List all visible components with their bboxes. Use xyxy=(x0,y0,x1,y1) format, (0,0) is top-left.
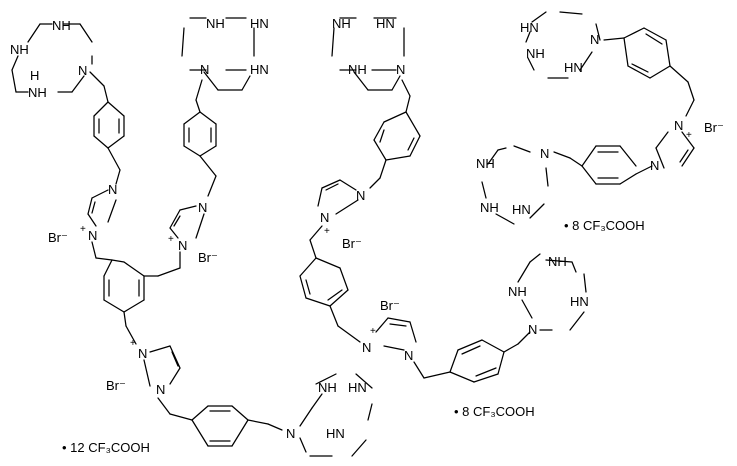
amine-label: HN xyxy=(564,60,583,75)
amine-label: HN xyxy=(250,16,269,31)
imidazolium-ring: N N + xyxy=(80,182,117,243)
tertiary-amine-label: N xyxy=(286,426,295,441)
benzene-ring xyxy=(373,111,421,161)
amine-label: HN xyxy=(570,294,589,309)
imidazolium-ring: N N + xyxy=(650,118,695,173)
tertiary-amine-label: N xyxy=(200,62,209,77)
amine-label: NH xyxy=(28,85,47,100)
benzene-ring xyxy=(581,145,637,185)
positive-charge: + xyxy=(370,326,376,337)
amine-label: NH xyxy=(318,380,337,395)
amine-label: NH xyxy=(526,46,545,61)
cyclen-ring: NH NH H NH N xyxy=(10,18,93,100)
amine-label: HN xyxy=(348,380,367,395)
amine-label: NH xyxy=(548,254,567,269)
imidazolium-n-label: N xyxy=(156,382,165,397)
amine-label: NH xyxy=(206,16,225,31)
amine-label: HN xyxy=(250,62,269,77)
amine-label: NH xyxy=(332,16,351,31)
cyclen-ring: NH NH HN N xyxy=(476,145,549,225)
benzene-ring xyxy=(191,405,249,447)
positive-charge: + xyxy=(686,130,692,141)
tfa-salt-label: • 12 CF₃COOH xyxy=(62,440,150,455)
imidazolium-n-label: N xyxy=(108,182,117,197)
bromide-counterion: Br⁻ xyxy=(704,120,724,135)
positive-charge: + xyxy=(168,234,174,245)
tripodal-compound: NH NH H NH N N N + Br⁻ xyxy=(10,16,373,457)
imidazolium-n-label: N xyxy=(356,188,365,203)
imidazolium-n-label: N xyxy=(674,118,683,133)
amine-label: HN xyxy=(376,16,395,31)
bromide-counterion: Br⁻ xyxy=(106,378,126,393)
amine-label: H xyxy=(30,68,39,83)
central-benzene-ring xyxy=(103,259,145,313)
dipodal-compound: HN NH HN N N N + Br⁻ xyxy=(476,11,724,233)
cyclen-ring: NH HN N HN xyxy=(286,373,373,457)
amine-label: HN xyxy=(326,426,345,441)
amine-label: NH xyxy=(10,42,29,57)
benzene-ring xyxy=(449,339,505,383)
bromide-counterion: Br⁻ xyxy=(48,230,68,245)
imidazolium-n-label: N xyxy=(320,210,329,225)
imidazolium-n-label: N xyxy=(404,348,413,363)
tertiary-amine-label: N xyxy=(540,146,549,161)
positive-charge: + xyxy=(324,226,330,237)
benzene-ring xyxy=(183,111,217,157)
tertiary-amine-label: N xyxy=(78,63,87,78)
imidazolium-n-label: N xyxy=(178,238,187,253)
cyclen-ring: NH HN N HN xyxy=(181,16,269,91)
imidazolium-n-label: N xyxy=(88,228,97,243)
imidazolium-n-label: N xyxy=(138,346,147,361)
positive-charge: + xyxy=(130,338,136,349)
amine-label: HN xyxy=(520,20,539,35)
imidazolium-n-label: N xyxy=(362,340,371,355)
imidazolium-ring: N N + xyxy=(317,179,365,237)
amine-label: NH xyxy=(480,200,499,215)
cyclen-ring: NH NH HN N xyxy=(508,253,589,337)
imidazolium-n-label: N xyxy=(650,158,659,173)
benzene-ring xyxy=(93,101,125,149)
linear-compound: NH HN NH N N N + Br⁻ xyxy=(299,16,589,419)
cyclen-ring: HN NH HN N xyxy=(520,11,601,79)
bromide-counterion: Br⁻ xyxy=(198,250,218,265)
amine-label: NH xyxy=(348,62,367,77)
benzene-ring xyxy=(623,27,671,79)
tertiary-amine-label: N xyxy=(396,62,405,77)
amine-label: HN xyxy=(512,202,531,217)
amine-label: NH xyxy=(508,284,527,299)
imidazolium-ring: N N + xyxy=(362,317,417,363)
cyclen-ring: NH HN NH N xyxy=(331,16,405,91)
tertiary-amine-label: N xyxy=(590,32,599,47)
tfa-salt-label: • 8 CF₃COOH xyxy=(454,404,535,419)
amine-label: NH xyxy=(476,156,495,171)
benzene-ring xyxy=(299,257,349,307)
amine-label: NH xyxy=(52,18,71,33)
imidazolium-ring: N N + xyxy=(130,338,181,397)
bromide-counterion: Br⁻ xyxy=(380,298,400,313)
imidazolium-n-label: N xyxy=(198,200,207,215)
bromide-counterion: Br⁻ xyxy=(342,236,362,251)
imidazolium-ring: N N + xyxy=(168,200,207,253)
tertiary-amine-label: N xyxy=(528,322,537,337)
tfa-salt-label: • 8 CF₃COOH xyxy=(564,218,645,233)
positive-charge: + xyxy=(80,224,86,235)
